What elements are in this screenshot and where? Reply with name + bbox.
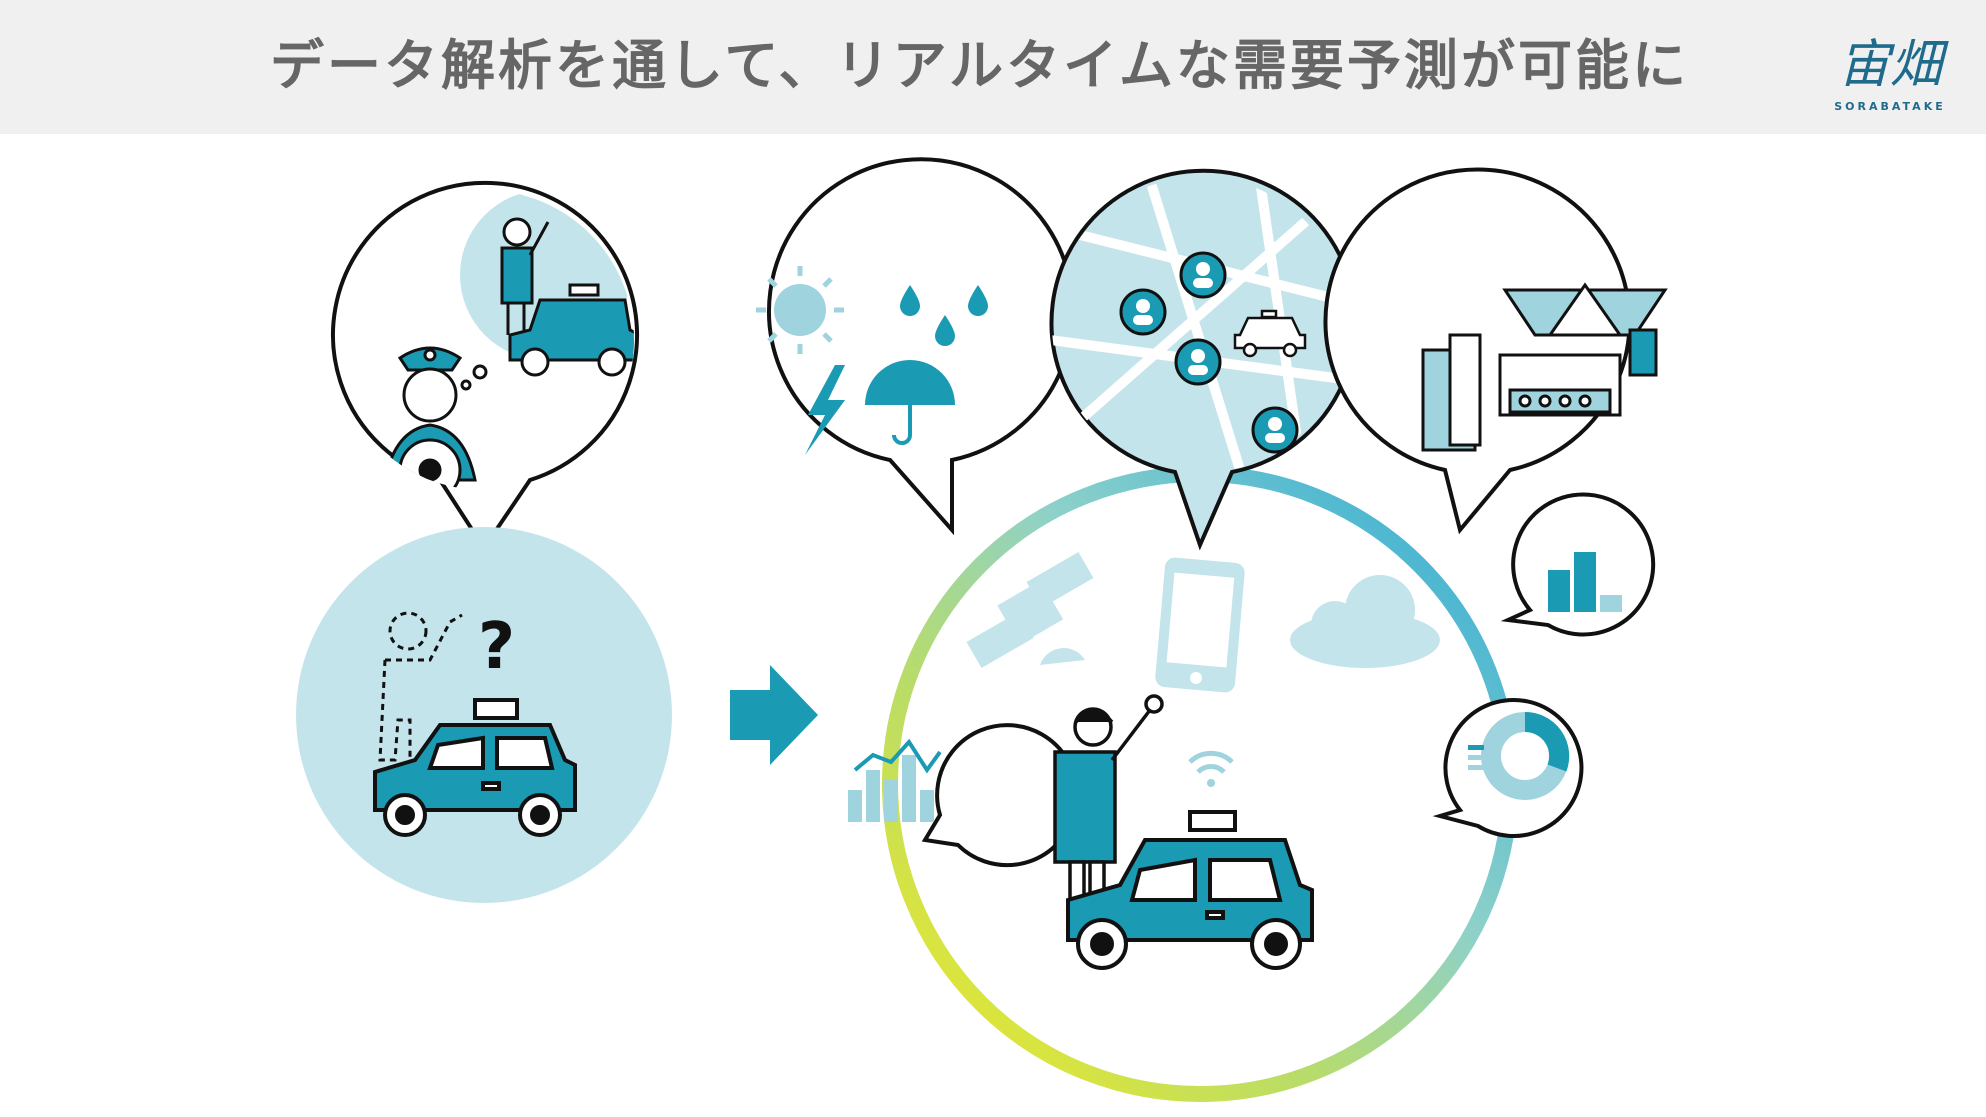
stadium-icon: [1498, 282, 1668, 417]
logo-wordmark: SORABATAKE: [1834, 100, 1946, 113]
header-bar: データ解析を通して、リアルタイムな需要予測が可能に 宙畑 SORABATAKE: [0, 0, 1986, 134]
arrow-right-icon: [730, 665, 818, 765]
logo: 宙畑 SORABATAKE: [1820, 30, 1960, 120]
driver-icon: [383, 346, 477, 490]
umbrella-icon: [865, 360, 955, 445]
venue-bubble: [1323, 167, 1668, 535]
sun-icon: [756, 266, 844, 354]
satellite-icon: [966, 552, 1094, 668]
weather-bubble: [756, 157, 1075, 536]
logo-mark: 宙畑: [1837, 35, 1942, 95]
cloud-icon: [1290, 575, 1440, 668]
before-circle: ?: [296, 527, 672, 903]
taxi-icon: [1233, 309, 1307, 358]
map-bubble: [1049, 168, 1358, 551]
pie-chart-bubble: [1432, 698, 1584, 838]
taxi-icon: [1066, 810, 1314, 970]
lightning-icon: [805, 365, 845, 455]
building-icon: [1421, 333, 1482, 452]
line-chart-icon: [848, 738, 942, 822]
bar-chart-icon: [1548, 552, 1622, 612]
smartphone-icon: [1155, 557, 1245, 693]
taxi-icon: [508, 283, 634, 377]
question-mark-icon: ?: [478, 610, 515, 684]
taxi-icon: [373, 698, 577, 837]
rain-icon: [900, 285, 988, 346]
driver-bubble: [331, 180, 639, 552]
page-title: データ解析を通して、リアルタイムな需要予測が可能に: [270, 34, 1690, 97]
pie-chart-icon: [1468, 711, 1570, 800]
wifi-icon: [1188, 750, 1234, 787]
illustration: ?: [296, 157, 1668, 1102]
dashed-person-icon: [378, 611, 463, 762]
bar-chart-bubble: [1500, 492, 1656, 637]
waving-person-icon: [500, 217, 550, 335]
